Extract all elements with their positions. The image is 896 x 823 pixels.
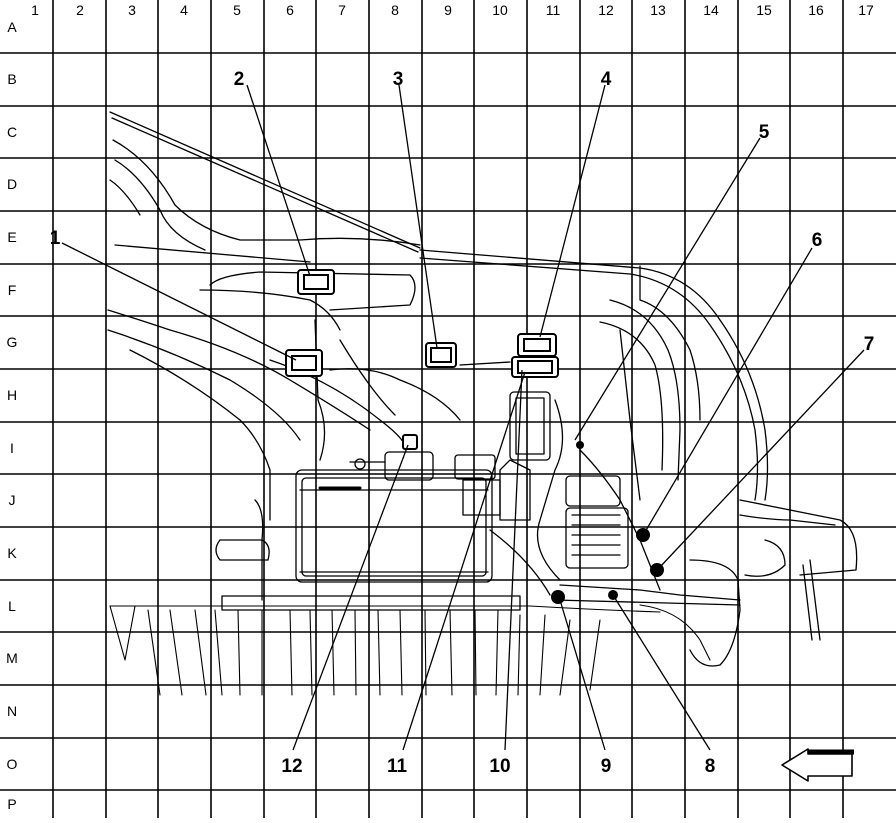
callout-label: 6 — [812, 230, 823, 251]
ground-point-6 — [636, 528, 650, 542]
leader-line-2 — [246, 84, 311, 277]
grid-row-label: A — [7, 19, 17, 35]
leader-line-11 — [402, 371, 526, 751]
callout-labels: 1 2 3 4 5 6 7 8 9 10 11 12 — [50, 69, 875, 777]
grid-column-label: 12 — [598, 2, 614, 18]
connector-3 — [425, 342, 457, 368]
leader-line-5 — [574, 137, 761, 441]
leader-line-7 — [659, 349, 865, 568]
connector-4 — [517, 333, 557, 357]
grid-column-label: 7 — [338, 2, 346, 18]
grid-row-label: L — [8, 598, 16, 614]
fuse-block — [462, 391, 551, 521]
grid-column-labels: 1 2 3 4 5 6 7 8 9 10 11 12 13 14 15 16 1… — [31, 2, 874, 18]
grid-row-label: J — [9, 492, 16, 508]
connector-11 — [511, 356, 559, 378]
grid-column-label: 1 — [31, 2, 39, 18]
grid-column-label: 15 — [756, 2, 772, 18]
leader-line-1 — [61, 242, 297, 361]
grid-column-label: 16 — [808, 2, 824, 18]
fender-outline — [419, 249, 769, 501]
leader-line-9 — [559, 599, 606, 751]
grid-column-label: 17 — [858, 2, 874, 18]
ground-point-10 — [576, 441, 584, 449]
battery-tray — [215, 499, 521, 611]
grid-row-label: H — [7, 387, 17, 403]
grid-column-label: 3 — [128, 2, 136, 18]
grid-row-label: K — [7, 545, 17, 561]
connectors — [285, 269, 559, 450]
leader-line-3 — [398, 84, 438, 349]
grid-column-label: 4 — [180, 2, 188, 18]
left-arrow-icon — [781, 748, 854, 782]
callout-label: 10 — [489, 756, 510, 777]
grid-row-label: N — [7, 703, 17, 719]
callout-label: 3 — [393, 69, 404, 90]
grid-row-label: E — [7, 229, 16, 245]
grid-row-label: O — [7, 756, 18, 772]
front-bumper — [689, 499, 858, 667]
callout-label: 2 — [234, 69, 245, 90]
grid-column-label: 11 — [546, 2, 561, 18]
lower-splash-shield — [109, 604, 711, 696]
connector-2 — [297, 269, 335, 295]
leader-line-4 — [539, 84, 606, 338]
callout-label: 5 — [759, 122, 770, 143]
callout-label: 9 — [601, 756, 612, 777]
callout-label: 7 — [864, 334, 875, 355]
grid-column-label: 14 — [703, 2, 719, 18]
grid-column-label: 9 — [444, 2, 452, 18]
callout-label: 12 — [281, 756, 302, 777]
grid-row-label: B — [7, 71, 16, 87]
grid-row-label: P — [7, 796, 16, 812]
grid-row-label: C — [7, 124, 17, 140]
grid-column-label: 8 — [391, 2, 399, 18]
callout-label: 11 — [387, 756, 408, 777]
grid-row-label: I — [10, 440, 14, 456]
grid-row-label: F — [8, 282, 17, 298]
leader-line-12 — [292, 444, 409, 751]
grid-row-labels: A B C D E F G H I J K L M N O P — [6, 19, 18, 812]
grid-column-label: 13 — [650, 2, 666, 18]
callout-label: 4 — [601, 69, 612, 90]
hood-edge — [109, 111, 421, 263]
engine-control-module — [554, 475, 741, 606]
grid-column-label: 2 — [76, 2, 84, 18]
connector-1 — [285, 349, 323, 377]
callout-label: 1 — [50, 228, 61, 249]
grid-row-label: D — [7, 176, 17, 192]
ground-point-9 — [551, 590, 565, 604]
grid-row-label: M — [6, 650, 18, 666]
grid-row-label: G — [7, 334, 18, 350]
callout-label: 8 — [705, 756, 716, 777]
strut-tower — [107, 271, 461, 521]
connector-12 — [402, 434, 418, 450]
leader-line-6 — [644, 247, 813, 533]
grid-column-label: 5 — [233, 2, 241, 18]
callout-leader-lines — [61, 84, 865, 751]
battery — [295, 451, 496, 583]
leader-line-10 — [504, 369, 523, 751]
grid-column-label: 6 — [286, 2, 294, 18]
engine-compartment-line-art — [107, 111, 858, 696]
grid-column-label: 10 — [492, 2, 508, 18]
leader-line-8 — [612, 594, 711, 751]
